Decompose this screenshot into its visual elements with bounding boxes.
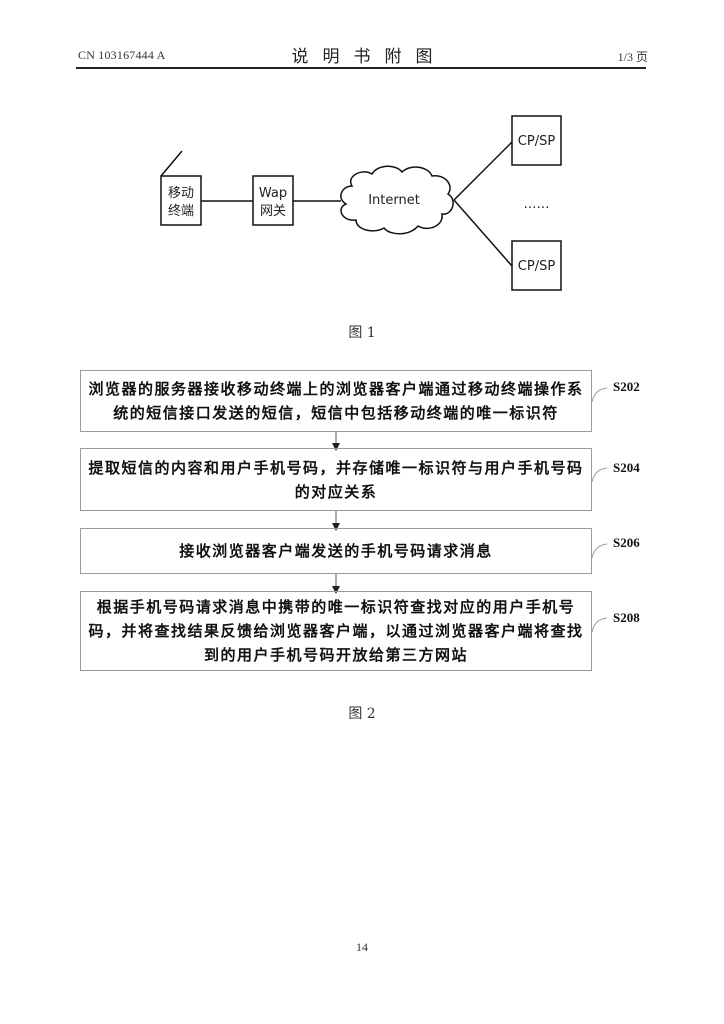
step-label-s206: S206: [613, 535, 640, 550]
publication-number: CN 103167444 A: [78, 48, 166, 62]
leader-s208: [591, 617, 608, 633]
flow-step-s208: 根据手机号码请求消息中携带的唯一标识符查找对应的用户手机号码，并将查找结果反馈给…: [80, 591, 592, 671]
flow-step-text: 浏览器的服务器接收移动终端上的浏览器客户端通过移动终端操作系统的短信接口发送的短…: [88, 380, 584, 422]
figure-2-caption: 图 2: [348, 706, 376, 722]
step-label-s204: S204: [613, 460, 640, 475]
ellipsis-label: ……: [524, 197, 550, 212]
flowchart-connectors: [332, 387, 608, 633]
flow-step-text: 接收浏览器客户端发送的手机号码请求消息: [179, 542, 493, 560]
page-number: 14: [356, 940, 368, 954]
wap-gateway-label-line2: 网关: [260, 204, 286, 219]
header-rule: [76, 67, 646, 69]
figure-1-caption: 图 1: [348, 325, 376, 341]
antenna-line: [160, 150, 183, 177]
internet-label: Internet: [368, 193, 420, 208]
wap-gateway-box: [252, 175, 294, 226]
cpsp-top-label: CP/SP: [518, 134, 556, 149]
mobile-terminal-label-line2: 终端: [168, 203, 194, 219]
internet-cloud-icon: [340, 165, 454, 235]
leader-s202: [591, 387, 608, 403]
link-internet-cpsp-bottom: [453, 199, 513, 267]
link-internet-cpsp-top: [453, 141, 513, 201]
page-indicator: 1/3 页: [617, 50, 648, 64]
page-title: 说明书附图: [291, 47, 447, 67]
flow-step-text: 根据手机号码请求消息中携带的唯一标识符查找对应的用户手机号码，并将查找结果反馈给…: [88, 598, 584, 664]
cpsp-bottom-box: [511, 240, 562, 291]
step-label-s202: S202: [613, 379, 640, 394]
leader-s204: [591, 467, 608, 483]
flow-step-s206: 接收浏览器客户端发送的手机号码请求消息: [80, 528, 592, 574]
leader-s206: [591, 543, 608, 559]
flow-step-s202: 浏览器的服务器接收移动终端上的浏览器客户端通过移动终端操作系统的短信接口发送的短…: [80, 370, 592, 432]
cpsp-top-box: [511, 115, 562, 166]
cpsp-bottom-label: CP/SP: [518, 259, 556, 274]
network-diagram: 移动 终端 Wap 网关 Internet CP/SP …… CP/SP: [160, 115, 562, 291]
flow-step-s204: 提取短信的内容和用户手机号码，并存储唯一标识符与用户手机号码的对应关系: [80, 448, 592, 511]
wap-gateway-label-line1: Wap: [259, 186, 287, 201]
flow-step-text: 提取短信的内容和用户手机号码，并存储唯一标识符与用户手机号码的对应关系: [88, 458, 584, 501]
mobile-terminal-label-line1: 移动: [168, 186, 194, 201]
step-label-s208: S208: [613, 610, 640, 625]
